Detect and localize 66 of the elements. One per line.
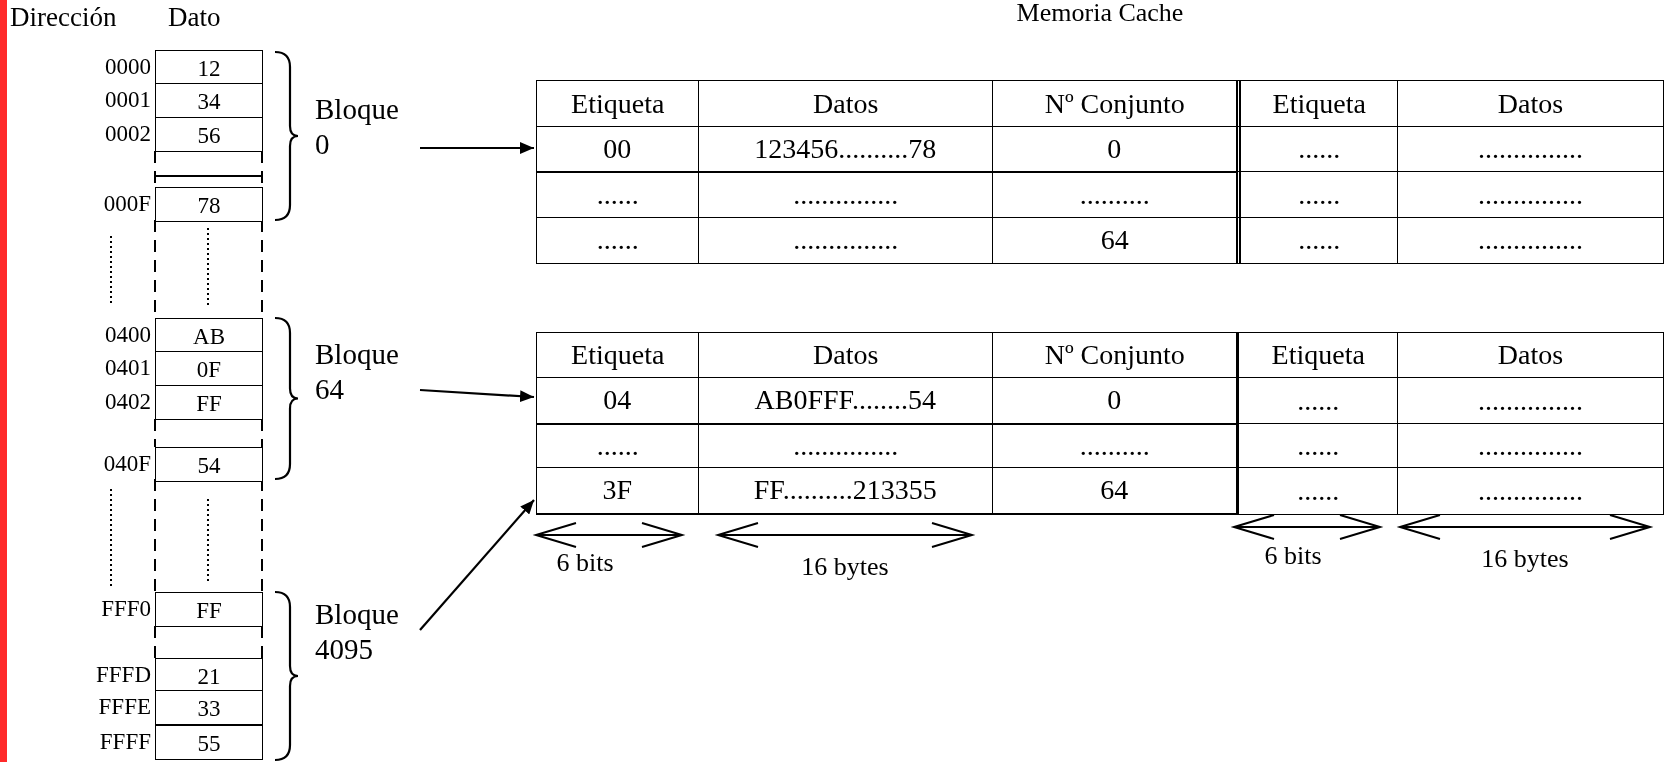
- block-label: Bloque 4095: [315, 597, 420, 667]
- memory-cell: FF: [155, 385, 263, 420]
- table-cell: 0: [991, 376, 1237, 424]
- dimension-label: 16 bytes: [801, 552, 889, 582]
- table-row: [536, 377, 1238, 425]
- block-label: Bloque 0: [315, 92, 420, 162]
- column-header: Etiqueta: [536, 80, 700, 128]
- address-label: 0401: [105, 354, 151, 382]
- column-header: Etiqueta: [536, 332, 700, 379]
- table-cell: ...............: [1397, 423, 1664, 469]
- table-cell: ...............: [698, 217, 994, 264]
- memory-cell: 55: [155, 725, 263, 760]
- table-row: [536, 126, 1238, 173]
- table-cell: ......: [1236, 171, 1399, 219]
- table-cell: 64: [991, 466, 1237, 514]
- address-label: FFFD: [96, 661, 151, 689]
- table-cell: ......: [536, 217, 700, 264]
- address-label: FFFF: [99, 728, 151, 756]
- column-heading: Dato: [168, 2, 221, 33]
- table-cell: 0: [991, 125, 1237, 172]
- memory-cell: 56: [155, 117, 263, 152]
- address-label: 0002: [105, 120, 151, 148]
- address-label: 040F: [103, 450, 151, 478]
- column-header: Etiqueta: [1236, 80, 1399, 128]
- memory-cell: 54: [155, 447, 263, 482]
- memory-cell: 34: [155, 83, 263, 118]
- table-cell: ...............: [1397, 217, 1664, 264]
- table-cell: ...............: [1397, 171, 1664, 219]
- memory-cell: 33: [155, 690, 263, 725]
- memory-cell: 0F: [155, 351, 263, 386]
- arrow: [420, 142, 534, 154]
- column-header: Nº Conjunto: [992, 332, 1238, 379]
- dimension-label: 6 bits: [1264, 541, 1322, 571]
- table-cell: ......: [1236, 467, 1399, 515]
- column-header: Datos: [698, 332, 994, 379]
- address-label: FFF0: [101, 595, 151, 623]
- table-row: [536, 467, 1238, 515]
- table-cell: ...............: [1397, 467, 1664, 515]
- table-cell: ...............: [1397, 377, 1664, 425]
- table-cell: 64: [992, 217, 1238, 264]
- memory-cell: 78: [155, 187, 263, 222]
- address-label: 000F: [103, 190, 151, 218]
- diagram-title: Memoria Cache: [1016, 0, 1184, 28]
- table-cell: ......: [1236, 377, 1399, 425]
- arrow: [419, 388, 535, 403]
- column-header: Datos: [1397, 332, 1664, 379]
- table-cell: ......: [1236, 217, 1399, 264]
- address-label: 0400: [105, 321, 151, 349]
- column-header: Datos: [698, 80, 994, 128]
- column-header: Datos: [1397, 80, 1664, 128]
- address-label: 0402: [105, 388, 151, 416]
- address-label: FFFE: [98, 693, 151, 721]
- table-cell: ......: [1236, 423, 1399, 469]
- memory-cell: 12: [155, 50, 263, 85]
- memory-cell: AB: [155, 318, 263, 353]
- block-label: Bloque 64: [315, 337, 420, 407]
- table-cell: ...............: [1397, 126, 1664, 173]
- column-header: Nº Conjunto: [992, 80, 1238, 128]
- column-heading: Dirección: [10, 2, 117, 33]
- address-label: 0001: [105, 86, 151, 114]
- memory-cell: FF: [155, 592, 263, 627]
- dimension-label: 6 bits: [556, 548, 614, 578]
- dimension-label: 16 bytes: [1481, 544, 1569, 574]
- address-label: 0000: [105, 53, 151, 81]
- arrow: [419, 499, 535, 631]
- column-header: Etiqueta: [1236, 332, 1399, 379]
